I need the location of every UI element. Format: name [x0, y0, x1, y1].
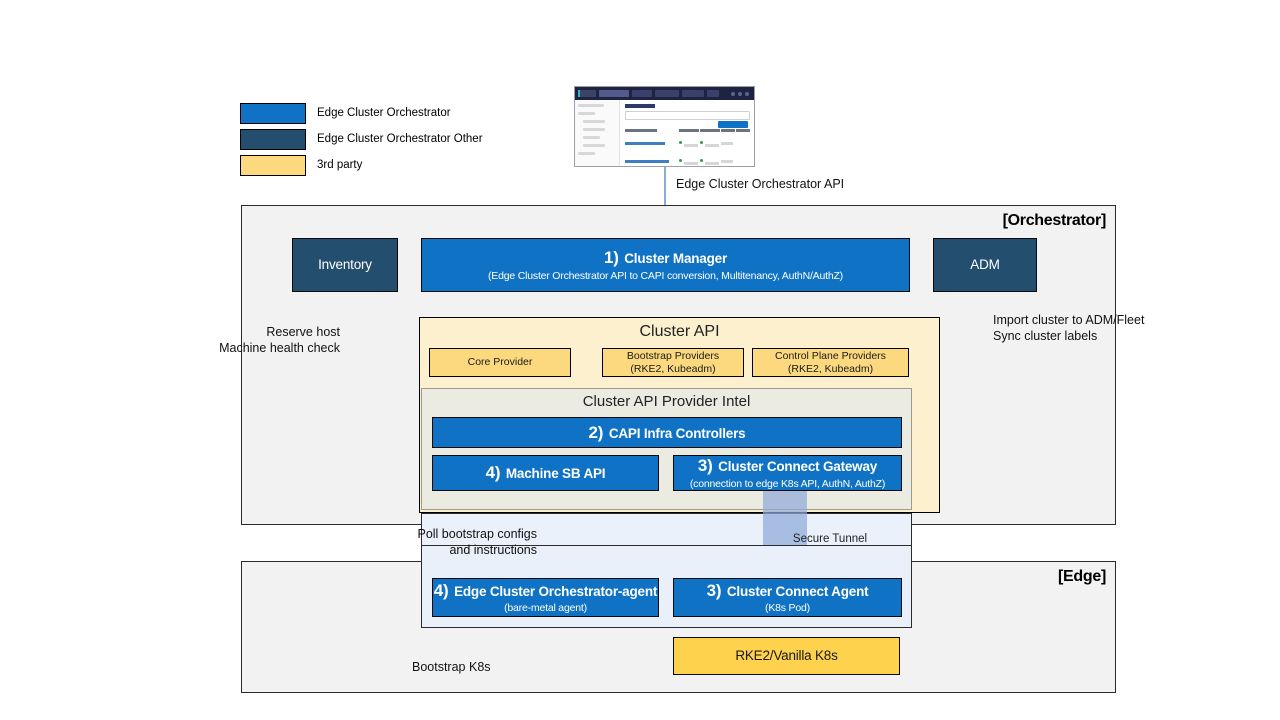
thumbnail-page-heading [625, 104, 750, 108]
node-capi-infra-controllers-title: 2) CAPI Infra Controllers [589, 423, 746, 443]
orchestrator-zone-title: [Orchestrator] [1002, 212, 1107, 229]
node-bootstrap-providers-title: Bootstrap Providers [626, 349, 720, 362]
thumbnail-table-header [625, 127, 750, 134]
node-cluster-connect-agent-title: 3) Cluster Connect Agent [707, 581, 869, 601]
node-edge-agent-num: 4) [433, 580, 449, 600]
thumbnail-icon-0 [731, 91, 735, 96]
node-cluster-manager-num: 1) [603, 248, 619, 268]
thumbnail-main [620, 100, 754, 166]
thumbnail-topbar-icons [731, 91, 751, 96]
thumbnail-sidebar [575, 100, 620, 166]
annotation-reserve-host: Reserve host Machine health check [219, 325, 340, 355]
annotation-bootstrap-k8s: Bootstrap K8s [412, 660, 491, 674]
annotation-poll-bootstrap: Poll bootstrap configs and instructions [417, 527, 537, 557]
node-cluster-connect-agent-name: Cluster Connect Agent [726, 583, 869, 599]
thumbnail-logo-icon [578, 90, 596, 97]
legend-label-2: 3rd party [317, 159, 363, 171]
legend-swatch-orchestrator [240, 103, 306, 124]
node-cluster-connect-gateway-title: 3) Cluster Connect Gateway [698, 456, 877, 476]
legend-row-1: Edge Cluster Orchestrator Other [240, 129, 483, 150]
node-capi-infra-controllers-name: CAPI Infra Controllers [608, 425, 746, 441]
legend: Edge Cluster Orchestrator Edge Cluster O… [240, 103, 483, 176]
legend-row-2: 3rd party [240, 155, 483, 176]
thumbnail-table-row [625, 134, 750, 152]
cluster-api-provider-intel-title: Cluster API Provider Intel [582, 393, 751, 410]
node-edge-agent-subtitle: (bare-metal agent) [504, 602, 587, 615]
annotation-import-cluster: Import cluster to ADM/Fleet Sync cluster… [993, 313, 1145, 343]
legend-label-1: Edge Cluster Orchestrator Other [317, 133, 483, 145]
node-machine-sb-api-name: Machine SB API [505, 466, 606, 482]
thumbnail-tab-3 [682, 90, 704, 97]
node-inventory-label: Inventory [318, 257, 372, 273]
node-cluster-connect-agent-subtitle: (K8s Pod) [765, 602, 810, 615]
thumbnail-tab-0 [599, 90, 629, 97]
thumbnail-body [575, 100, 754, 166]
node-machine-sb-api-title: 4) Machine SB API [486, 463, 606, 483]
node-control-plane-providers[interactable]: Control Plane Providers (RKE2, Kubeadm) [752, 348, 909, 377]
thumbnail-side-item-2 [583, 120, 605, 123]
node-cluster-connect-gateway-subtitle: (connection to edge K8s API, AuthN, Auth… [689, 477, 886, 490]
thumbnail-icon-2 [745, 91, 749, 96]
edge-zone-title: [Edge] [1058, 568, 1106, 585]
thumbnail-table [625, 127, 750, 166]
node-cluster-connect-gateway-num: 3) [697, 456, 713, 476]
node-control-plane-providers-sub: (RKE2, Kubeadm) [787, 362, 874, 375]
node-cluster-connect-agent-num: 3) [706, 580, 722, 600]
node-edge-agent-name: Edge Cluster Orchestrator-agent [454, 583, 658, 599]
cluster-api-provider-intel-container: Cluster API Provider Intel [421, 388, 912, 510]
console-screenshot-thumbnail[interactable] [574, 86, 755, 167]
thumbnail-table-row [625, 152, 750, 166]
legend-swatch-orchestrator-other [240, 129, 306, 150]
node-control-plane-providers-title: Control Plane Providers [775, 349, 886, 362]
thumbnail-tab-2 [655, 90, 679, 97]
node-capi-infra-controllers-num: 2) [588, 422, 604, 442]
label-edge-cluster-orchestrator-api: Edge Cluster Orchestrator API [676, 177, 845, 191]
node-edge-cluster-orchestrator-agent[interactable]: 4) Edge Cluster Orchestrator-agent (bare… [432, 578, 659, 617]
node-edge-agent-title: 4) Edge Cluster Orchestrator-agent [433, 580, 658, 601]
node-cluster-manager-subtitle: (Edge Cluster Orchestrator API to CAPI c… [488, 269, 843, 282]
node-core-provider-title: Core Provider [467, 356, 533, 369]
node-cluster-connect-gateway[interactable]: 3) Cluster Connect Gateway (connection t… [673, 455, 902, 491]
node-cluster-connect-agent[interactable]: 3) Cluster Connect Agent (K8s Pod) [673, 578, 902, 617]
node-capi-infra-controllers[interactable]: 2) CAPI Infra Controllers [432, 417, 902, 448]
node-inventory[interactable]: Inventory [292, 238, 398, 292]
node-bootstrap-providers-sub: (RKE2, Kubeadm) [630, 362, 716, 375]
thumbnail-side-item-5 [583, 144, 605, 147]
thumbnail-side-item-0 [578, 104, 604, 107]
node-adm-label: ADM [970, 257, 1000, 273]
node-adm[interactable]: ADM [933, 238, 1037, 292]
thumbnail-side-item-3 [583, 128, 605, 131]
node-cluster-connect-gateway-name: Cluster Connect Gateway [718, 459, 878, 475]
legend-swatch-third-party [240, 155, 306, 176]
secure-tunnel-label: Secure Tunnel [792, 533, 868, 545]
node-machine-sb-api[interactable]: 4) Machine SB API [432, 455, 659, 491]
node-core-provider[interactable]: Core Provider [429, 348, 571, 377]
thumbnail-side-item-4 [583, 136, 600, 139]
thumbnail-primary-button [718, 121, 748, 128]
node-bootstrap-providers[interactable]: Bootstrap Providers (RKE2, Kubeadm) [602, 348, 744, 377]
thumbnail-side-item-6 [578, 152, 595, 155]
thumbnail-topbar [575, 87, 754, 100]
cluster-api-title: Cluster API [639, 323, 720, 340]
thumbnail-side-item-1 [578, 112, 595, 115]
thumbnail-icon-1 [738, 91, 742, 96]
legend-row-0: Edge Cluster Orchestrator [240, 103, 483, 124]
node-cluster-manager-name: Cluster Manager [624, 251, 728, 267]
node-rke2-label: RKE2/Vanilla K8s [735, 648, 838, 664]
node-rke2-vanilla-k8s[interactable]: RKE2/Vanilla K8s [673, 637, 900, 675]
thumbnail-tab-1 [632, 90, 652, 97]
thumbnail-heading-bar [625, 104, 655, 108]
node-cluster-manager-title: 1) Cluster Manager [604, 248, 727, 268]
thumbnail-search-input [625, 111, 750, 128]
node-cluster-manager[interactable]: 1) Cluster Manager (Edge Cluster Orchest… [421, 238, 910, 292]
node-machine-sb-api-num: 4) [485, 463, 501, 483]
legend-label-0: Edge Cluster Orchestrator [317, 107, 451, 119]
thumbnail-tab-4 [707, 90, 719, 97]
